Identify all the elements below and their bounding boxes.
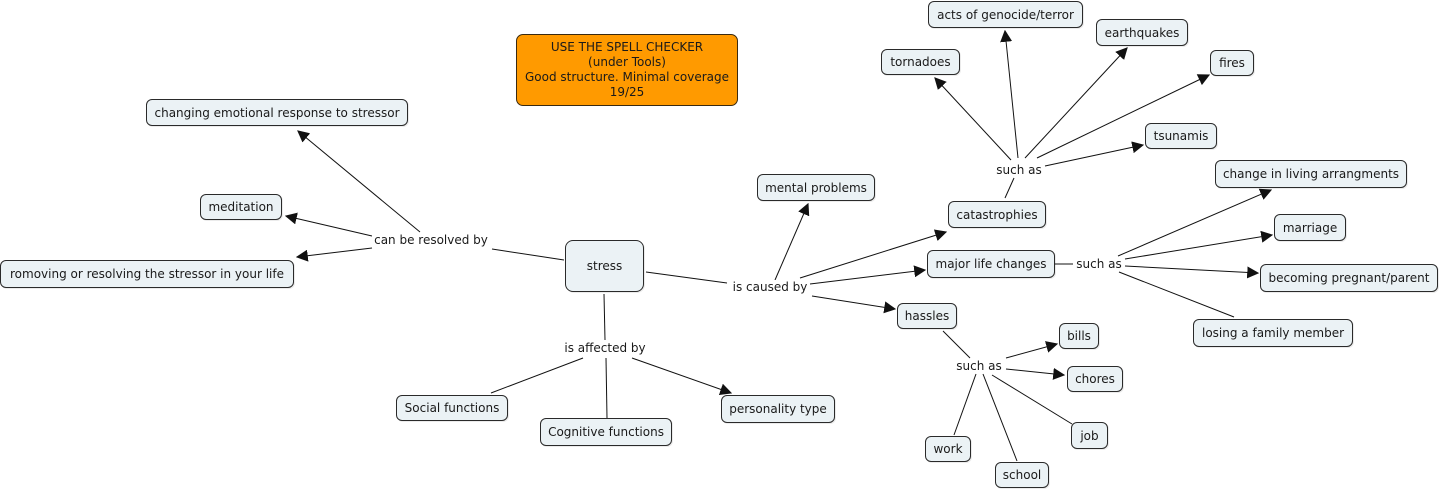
concept-removing-stressor[interactable]: romoving or resolving the stressor in yo… (0, 260, 294, 288)
concept-social-functions[interactable]: Social functions (396, 395, 508, 421)
concept-becoming-pregnant-parent[interactable]: becoming pregnant/parent (1260, 264, 1438, 292)
note-line-4: 19/25 (609, 85, 645, 99)
concept-bills[interactable]: bills (1059, 323, 1099, 349)
grading-note: USE THE SPELL CHECKER (under Tools) Good… (516, 34, 738, 106)
link-caused-major (809, 265, 927, 285)
concept-cognitive-functions[interactable]: Cognitive functions (540, 418, 672, 446)
note-line-3: Good structure. Minimal coverage (524, 70, 730, 84)
note-line-1: USE THE SPELL CHECKER (550, 40, 704, 54)
link-caused-catastrophies (799, 229, 948, 279)
link-hassles-suchas (942, 330, 971, 359)
note-line-2: (under Tools) (588, 55, 666, 69)
link-caused-mental (774, 202, 810, 281)
linking-phrase-such-as-hassles[interactable]: such as (954, 359, 1004, 373)
link-suchas-fires (1036, 74, 1211, 159)
concept-work[interactable]: work (925, 436, 971, 462)
concept-job[interactable]: job (1071, 422, 1108, 449)
link-suchas3-work (953, 373, 977, 436)
link-suchas2-marriage (1124, 230, 1274, 260)
concept-mental-problems[interactable]: mental problems (757, 174, 875, 201)
link-suchas2-losing (1118, 271, 1235, 318)
link-catastrophies-suchas (1004, 177, 1015, 199)
link-affected-personality (631, 357, 733, 396)
concept-chores[interactable]: chores (1067, 366, 1123, 392)
link-suchas3-chores (1005, 367, 1066, 380)
link-suchas2-living (1117, 188, 1273, 257)
link-suchas2-pregnant (1124, 265, 1260, 279)
concept-hassles[interactable]: hassles (897, 303, 957, 329)
link-suchas3-job (991, 374, 1073, 425)
linking-phrase-is-caused-by[interactable]: is caused by (730, 280, 810, 294)
concept-acts-of-genocide-terror[interactable]: acts of genocide/terror (928, 1, 1083, 28)
link-suchas3-bills (1005, 341, 1059, 359)
linking-phrase-can-be-resolved-by[interactable]: can be resolved by (372, 233, 490, 247)
link-resolved-removing (295, 247, 373, 262)
link-resolved-changing (297, 130, 421, 233)
concept-fires[interactable]: fires (1210, 50, 1254, 76)
link-suchas-tornadoes (934, 77, 1012, 161)
concept-stress[interactable]: stress (565, 240, 644, 292)
link-stress-affected (603, 293, 606, 341)
link-stress-resolved (491, 248, 565, 261)
concept-earthquakes[interactable]: earthquakes (1096, 19, 1188, 46)
linking-phrase-such-as-catastrophies[interactable]: such as (994, 163, 1044, 177)
concept-marriage[interactable]: marriage (1274, 214, 1346, 241)
link-caused-hassles (811, 295, 897, 314)
link-stress-caused (645, 271, 728, 284)
concept-catastrophies[interactable]: catastrophies (948, 201, 1046, 228)
concept-meditation[interactable]: meditation (200, 194, 282, 220)
concept-tsunamis[interactable]: tsunamis (1145, 123, 1217, 149)
link-suchas-genocide (1000, 29, 1019, 159)
concept-change-in-living-arrangements[interactable]: change in living arrangments (1215, 160, 1407, 188)
link-suchas3-school (982, 373, 1018, 462)
link-affected-social (490, 357, 584, 394)
link-resolved-meditation (284, 212, 373, 237)
concept-school[interactable]: school (995, 462, 1049, 488)
concept-personality-type[interactable]: personality type (721, 395, 835, 423)
concept-tornadoes[interactable]: tornadoes (881, 49, 960, 75)
concept-changing-emotional-response[interactable]: changing emotional response to stressor (146, 99, 408, 126)
link-suchas-tsunamis (1044, 141, 1145, 167)
link-affected-cognitive (605, 357, 608, 419)
linking-phrase-such-as-life-changes[interactable]: such as (1074, 257, 1124, 271)
link-suchas-earthquakes (1024, 47, 1128, 159)
concept-losing-a-family-member[interactable]: losing a family member (1193, 319, 1353, 347)
concept-major-life-changes[interactable]: major life changes (927, 250, 1055, 278)
linking-phrase-is-affected-by[interactable]: is affected by (562, 341, 648, 355)
